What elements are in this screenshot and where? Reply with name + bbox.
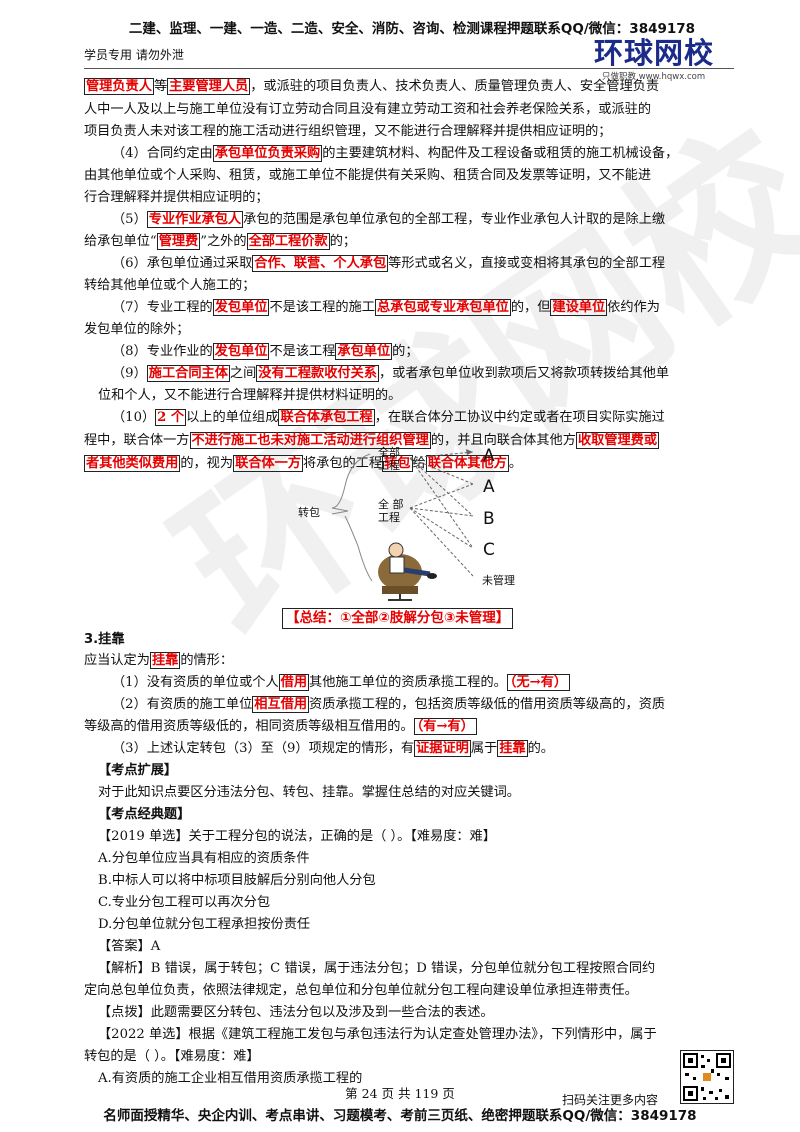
highlight-term: 发包单位 (212, 299, 270, 316)
classic-title: 【考点经典题】 (98, 807, 191, 822)
qr-code[interactable] (680, 1050, 734, 1104)
text-line-15: 位和个人，又不能进行合理解释并提供材料证明的。 (98, 388, 402, 403)
diagram-letter-a2: A (483, 477, 495, 497)
q1-stem: 【2019 单选】关于工程分包的说法，正确的是（ ）。【难易度：难】 (98, 829, 496, 844)
highlight-term: 收取管理费或 (575, 432, 660, 449)
section-item-2-cont: 等级高的借用资质等级低的，相同资质等级相互借用的。（有→有） (84, 716, 734, 738)
highlight-term: 转包 (382, 455, 413, 472)
diagram-unmanaged-label: 未管理 (482, 574, 515, 587)
section-item-3: （3）上述认定转包（3）至（9）项规定的情形，有证据证明属于挂靠的。 (112, 740, 554, 757)
highlight-term: 建设单位 (550, 299, 608, 316)
highlight-term: 挂靠 (497, 740, 528, 757)
section-intro: 应当认定为挂靠的情形： (84, 652, 234, 669)
text-line-14: （9）施工合同主体之间没有工程款收付关系，或者承包单位收到款项后又将款项转拨给其… (112, 365, 670, 382)
logo-text: 环球网校 (594, 36, 715, 70)
logo-subtitle: 只做职教 www.hqwx.com (602, 72, 706, 82)
highlight-term: 主要管理人员 (167, 78, 251, 95)
q1-tip: 【点拨】此题需要区分转包、违法分包以及涉及到一些合法的表述。 (98, 1005, 494, 1020)
qr-note: 扫码关注更多内容 (562, 1093, 659, 1107)
page-number: 第 24 页 共 119 页 (345, 1086, 455, 1101)
highlight-term: 管理费 (156, 233, 201, 250)
text-line-12: 发包单位的除外； (84, 322, 190, 337)
q1-option-b: B.中标人可以将中标项目肢解后分别向他人分包 (98, 873, 376, 888)
extension-text: 对于此知识点要区分违法分包、转包、挂靠。掌握住总结的对应关键词。 (98, 785, 520, 800)
diagram-lines (331, 449, 474, 582)
bottom-banner: 名师面授精华、央企内训、考点串讲、习题模考、考前三页纸、绝密押题联系QQ/微信：… (103, 1108, 697, 1124)
highlight-term: 承包单位 (335, 343, 393, 360)
highlight-term: 挂靠 (149, 652, 181, 669)
highlight-term: 联合体其他方 (425, 455, 509, 472)
text-line-18: 者其他类似费用的，视为联合体一方将承包的工程转包给联合体其他方。 (84, 455, 522, 472)
header-divider (84, 68, 734, 69)
text-line-6: 行合理解释并提供相应证明的； (84, 190, 269, 205)
highlight-term: 借用 (278, 674, 310, 691)
text-line-16: （10）2 个以上的单位组成联合体承包工程，在联合体分工协议中约定或者在项目实际… (112, 409, 665, 426)
site-logo: 环球网校 只做职教 www.hqwx.com (594, 30, 734, 82)
text-line-2: 人中一人及以上与施工单位没有订立劳动合同且没有建立劳动工资和社会养老保险关系，或… (84, 102, 652, 117)
q2-stem-1: 【2022 单选】根据《建筑工程施工发包与承包违法行为认定查处管理办法》，下列情… (98, 1027, 657, 1042)
highlight-term: 总承包或专业承包单位 (374, 299, 511, 316)
highlight-term: 承包单位负责采购 (212, 145, 323, 162)
text-line-11: （7）专业工程的发包单位不是该工程的施工总承包或专业承包单位的，但建设单位依约作… (112, 299, 660, 316)
q2-option-a: A.有资质的施工企业相互借用资质承揽工程的 (98, 1071, 363, 1086)
q1-option-d: D.分包单位就分包工程承担按份责任 (98, 917, 311, 932)
q1-option-a: A.分包单位应当具有相应的资质条件 (98, 851, 310, 866)
diagram-letter-c: C (483, 540, 495, 560)
highlight-term: 管理负责人 (84, 78, 154, 95)
relaxing-person-icon (378, 542, 437, 601)
transfer-diagram: 转包 全部 工程 全 部 工程 A A B C 未管理 (290, 446, 550, 601)
highlight-term: 专业作业承包人 (146, 211, 244, 228)
q1-analysis-2: 定向总包单位负责，依照法律规定，总包单位和分包单位就分包工程向建设单位承担连带责… (84, 983, 638, 998)
diagram-letter-b: B (483, 509, 495, 529)
highlight-term: 证据证明 (414, 740, 471, 757)
text-line-3: 项目负责人未对该工程的施工活动进行组织管理，又不能进行合理解释并提供相应证明的； (84, 124, 612, 139)
highlight-term: 2 个 (155, 409, 187, 426)
highlight-term: （无→有） (506, 674, 571, 691)
highlight-term: 全部工程价款 (246, 233, 330, 250)
diagram-summary: 【总结：①全部②肢解分包③未管理】 (282, 608, 514, 629)
q1-analysis-1: 【解析】B 错误，属于转包；C 错误，属于违法分包；D 错误，分包单位就分包工程… (98, 961, 656, 976)
text-line-7: （5）专业作业承包人承包的范围是承包单位承包的全部工程，专业作业承包人计取的是除… (112, 211, 666, 228)
highlight-term: 者其他类似费用 (84, 455, 181, 472)
highlight-term: 联合体承包工程 (278, 409, 375, 426)
section-item-1: （1）没有资质的单位或个人借用其他施工单位的资质承揽工程的。（无→有） (84, 672, 762, 694)
highlight-term: 不进行施工也未对施工活动进行组织管理 (189, 432, 431, 449)
highlight-term: 相互借用 (252, 696, 310, 713)
highlight-term: 没有工程款收付关系 (256, 365, 379, 382)
highlight-term: 施工合同主体 (146, 365, 230, 382)
diagram-top-node: 全部 工程 (378, 446, 400, 472)
text-line-9: （6）承包单位通过采取合作、联营、个人承包等形式或名义，直接或变相将其承包的全部… (112, 255, 666, 272)
text-line-17: 程中，联合体一方不进行施工也未对施工活动进行组织管理的，并且向联合体其他方收取管… (84, 432, 660, 449)
text-line-13: （8）专业作业的发包单位不是该工程承包单位的； (112, 343, 419, 360)
qr-code-icon (683, 1053, 731, 1101)
header-note: 学员专用 请勿外泄 (84, 48, 184, 62)
text-line-5: 由其他单位或个人采购、租赁，或施工单位不能提供有关采购、租赁合同及发票等证明，又… (84, 168, 652, 183)
highlight-term: 发包单位 (212, 343, 270, 360)
highlight-term: （有→有） (413, 718, 477, 735)
extension-title: 【考点扩展】 (98, 763, 178, 778)
text-line-1: 管理负责人等主要管理人员，或派驻的项目负责人、技术负责人、质量管理负责人、安全管… (84, 78, 660, 95)
q1-option-c: C.专业分包工程可以再次分包 (98, 895, 271, 910)
diagram-center-label: 转包 (298, 506, 320, 519)
text-line-4: （4）合同约定由承包单位负责采购的主要建筑材料、构配件及工程设备或租赁的施工机械… (112, 145, 679, 162)
top-banner: 二建、监理、一建、一造、二造、安全、消防、咨询、检测课程押题联系QQ/微信：38… (128, 21, 696, 37)
text-line-10: 转给其他单位或个人施工的； (84, 278, 256, 293)
highlight-term: 联合体一方 (233, 455, 303, 472)
q2-stem-2: 转包的是（ ）。【难易度：难】 (84, 1049, 260, 1064)
highlight-term: 合作、联营、个人承包 (252, 255, 389, 272)
section-item-2: （2）有资质的施工单位相互借用资质承揽工程的，包括资质等级低的借用资质等级高的，… (112, 696, 666, 713)
text-line-8: 给承包单位“管理费”之外的全部工程价款的； (84, 233, 357, 250)
diagram-letter-a1: A (483, 446, 495, 466)
section-title: 3.挂靠 (84, 632, 125, 647)
q1-answer: 【答案】A (98, 939, 161, 954)
diagram-middle-node: 全 部 工程 (378, 498, 404, 524)
